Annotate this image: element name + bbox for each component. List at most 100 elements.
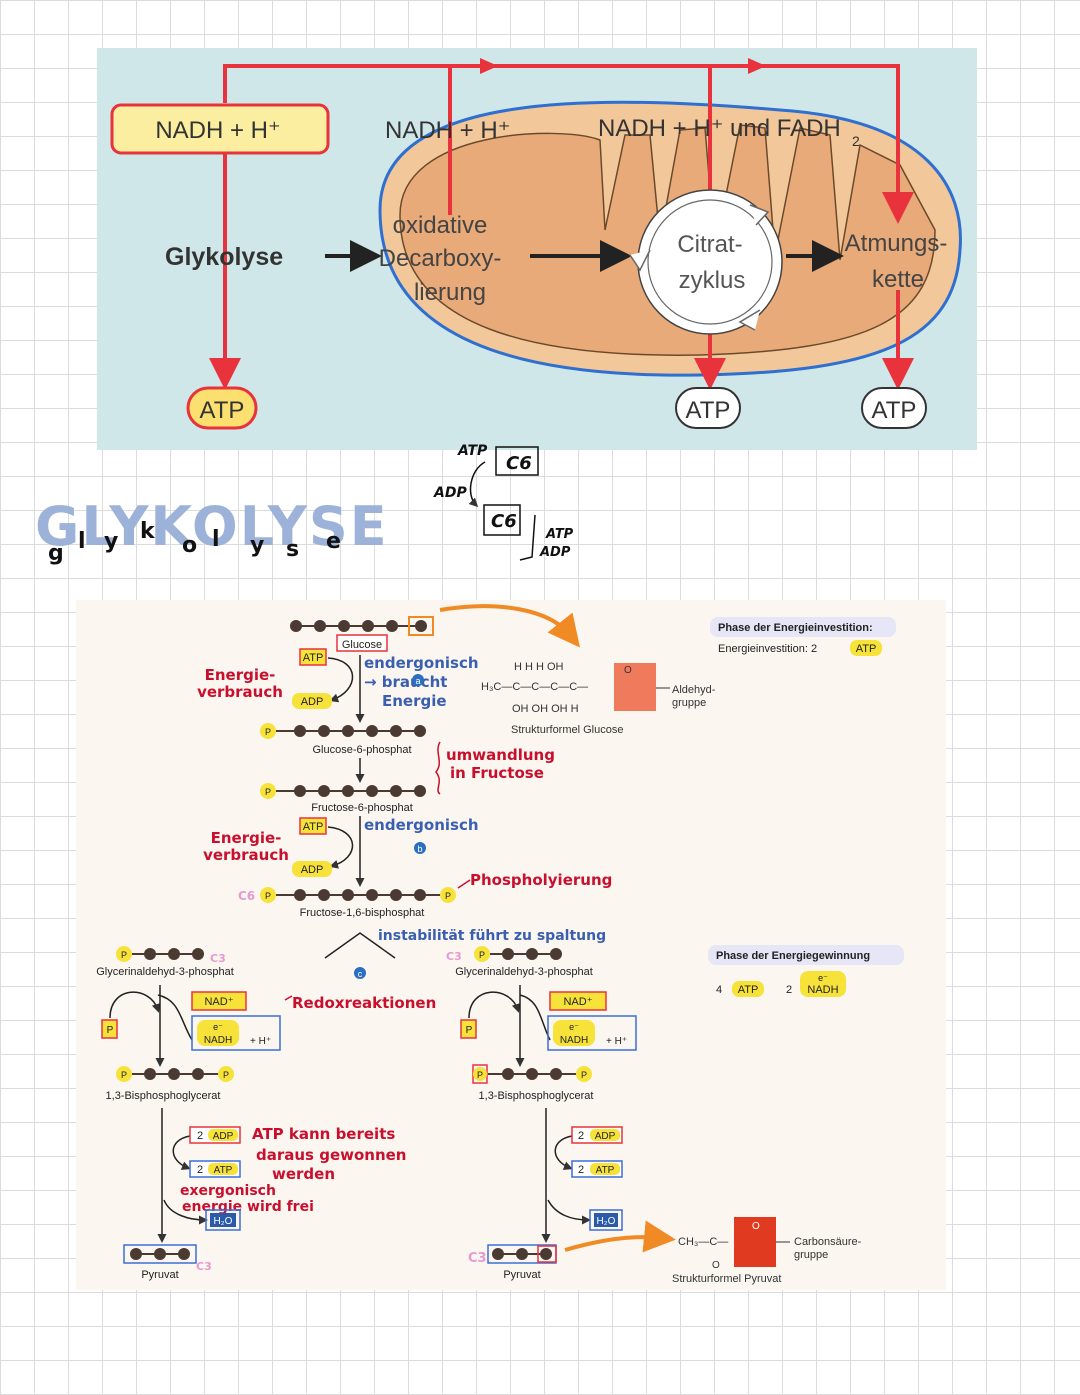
note-umwandlung-b: in Fructose xyxy=(450,764,544,782)
svg-text:P: P xyxy=(265,891,271,901)
fructose-bisphosphat-molecule: P P xyxy=(260,887,456,903)
label-b: b xyxy=(417,844,422,854)
note-atp-gewonnen-c: werden xyxy=(272,1165,335,1183)
h2o-box-left xyxy=(205,1209,241,1231)
svg-text:y: y xyxy=(250,533,264,558)
glucose-label: Glucose xyxy=(342,639,382,651)
note-c3-left: C3 xyxy=(210,952,226,965)
p-box-left xyxy=(101,1019,118,1039)
pyruvat-right-molecule xyxy=(492,1245,557,1263)
atp-badges xyxy=(186,386,927,430)
atp-label-2: ATP xyxy=(303,821,324,833)
nadh-flow-arrows xyxy=(209,64,914,390)
svg-text:4: 4 xyxy=(716,984,722,996)
nadh-glykolyse-box xyxy=(110,103,330,155)
citrat-label-1: Citrat- xyxy=(677,231,742,258)
note-c3-pyruvat-left: C3 xyxy=(196,1260,212,1273)
svg-text:ATP: ATP xyxy=(738,984,759,996)
atp-left-badge xyxy=(208,1163,238,1175)
arrowhead-2 xyxy=(748,58,766,74)
nad-left-label: NAD⁺ xyxy=(204,996,233,1008)
label-c-circle xyxy=(354,967,366,979)
svg-text:y: y xyxy=(104,529,118,554)
p-right-label: P xyxy=(466,1025,473,1036)
nadh-fadh-label: NADH + H⁺ und FADH xyxy=(598,115,841,142)
p-arrow-right xyxy=(468,991,521,1019)
atp-left-count: 2 xyxy=(197,1164,203,1176)
nad-right-label: NAD⁺ xyxy=(563,996,592,1008)
citrat-label-2: zyklus xyxy=(679,267,746,294)
handwritten-atp-scheme: ATP C6 ADP C6 ATP ADP xyxy=(433,443,574,561)
atp-right-count: 2 xyxy=(578,1164,584,1176)
pyruvat-structure-arrow xyxy=(564,1220,676,1253)
note-endergonisch-1a: endergonisch xyxy=(364,654,479,672)
atp-label-1: ATP xyxy=(303,652,324,664)
nadh-right-label: NADH xyxy=(560,1035,588,1046)
note-c6: C6 xyxy=(238,889,255,903)
svg-text:NADH: NADH xyxy=(807,984,838,996)
arrowhead-1 xyxy=(480,58,498,74)
note-exergonisch-a: exergonisch xyxy=(180,1183,276,1199)
glucose-structure-arrow xyxy=(439,604,581,648)
nadh-box-right xyxy=(547,1015,637,1051)
svg-text:Carbonsäure-: Carbonsäure- xyxy=(794,1236,862,1248)
svg-text:CH₃—C—: CH₃—C— xyxy=(678,1236,728,1248)
atp-adp-arrow-1 xyxy=(327,657,354,703)
atp-citrat: ATP xyxy=(686,397,731,424)
title-small-letters: g l y k o l y s e xyxy=(48,519,341,566)
fadh-subscript: 2 xyxy=(852,133,860,149)
label-a-circle xyxy=(412,674,424,686)
note-energieverbrauch-1b: verbrauch xyxy=(197,683,283,701)
svg-text:Strukturformel Glucose: Strukturformel Glucose xyxy=(511,724,623,736)
note-atp-gewonnen-a: ATP kann bereits xyxy=(252,1125,395,1143)
note-instabilitaet: instabilität führt zu spaltung xyxy=(378,928,606,944)
glucose-6-phosphat-label: Glucose-6-phosphat xyxy=(312,744,411,756)
nadh-left-label: NADH xyxy=(204,1035,232,1046)
svg-text:gruppe: gruppe xyxy=(794,1249,828,1261)
svg-text:l: l xyxy=(78,529,86,554)
svg-text:Energieinvestition: 2: Energieinvestition: 2 xyxy=(718,643,817,655)
glycerinaldehyd-right-molecule: P xyxy=(474,946,562,962)
note-brace xyxy=(435,741,441,795)
svg-text:g: g xyxy=(48,541,64,566)
h2o-arrow-left xyxy=(163,1199,208,1225)
h2o-arrow-right xyxy=(547,1199,591,1225)
adp-atp-arrow-right xyxy=(554,1135,573,1170)
pyruvat-structure-formula: CH₃—C— O O Carbonsäure- gruppe Strukturf… xyxy=(672,1217,862,1285)
svg-text:ADP: ADP xyxy=(539,545,571,560)
svg-text:k: k xyxy=(140,519,156,544)
note-endergonisch-1c: Energie xyxy=(382,692,447,710)
note-redox-line xyxy=(284,995,293,1001)
note-energieverbrauch-2b: verbrauch xyxy=(203,846,289,864)
svg-text:H₃C—C—C—C—C—: H₃C—C—C—C—C— xyxy=(481,681,588,693)
h2o-fill-left xyxy=(210,1213,236,1227)
atp-atmungskette: ATP xyxy=(872,397,917,424)
h-plus-left: + H⁺ xyxy=(250,1036,271,1047)
pyruvat-left-label: Pyruvat xyxy=(141,1269,178,1281)
svg-text:P: P xyxy=(445,891,451,901)
fructose-6-phosphat-label: Fructose-6-phosphat xyxy=(311,802,413,814)
nadh-badge-right xyxy=(553,1020,595,1046)
nadh-glykolyse-label: NADH + H⁺ xyxy=(155,117,280,144)
bisphosphoglycerat-right-molecule: P P xyxy=(472,1064,592,1084)
p-box-right xyxy=(460,1019,477,1039)
note-phospho-line xyxy=(457,879,471,889)
adp-badge-2 xyxy=(292,861,332,877)
atp-box-1 xyxy=(299,648,327,666)
atp-glykolyse: ATP xyxy=(200,397,245,424)
adp-badge-1 xyxy=(292,693,332,709)
note-redox: Redoxreaktionen xyxy=(292,994,436,1012)
svg-text:Phase der Energiegewinnung: Phase der Energiegewinnung xyxy=(716,950,870,962)
nadh-badge-left xyxy=(197,1020,239,1046)
svg-text:l: l xyxy=(212,527,220,552)
note-exergonisch-b: energie wird frei xyxy=(182,1199,314,1215)
bisphosphoglycerat-right-label: 1,3-Bisphosphoglycerat xyxy=(479,1090,594,1102)
svg-text:OH OH OH H: OH OH OH H xyxy=(512,703,579,715)
note-c3-right: C3 xyxy=(446,950,462,963)
atmungskette-label-2: kette xyxy=(872,266,924,293)
svg-text:P: P xyxy=(265,727,271,737)
phase-investition: Phase der Energieinvestition: Energieinv… xyxy=(710,617,896,656)
adp-right-count: 2 xyxy=(578,1130,584,1142)
glucose-molecule xyxy=(290,616,434,636)
